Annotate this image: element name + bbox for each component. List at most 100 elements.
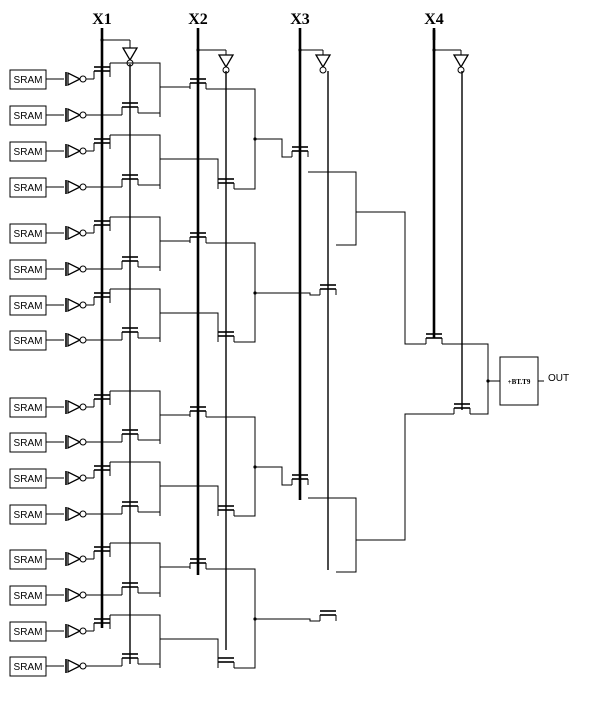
stage1-merge [110,461,161,516]
sram-label: SRAM [14,183,43,194]
sram-cell: SRAM [9,177,47,198]
sram-box [9,223,47,244]
sram-label: SRAM [14,474,43,485]
sram-box [9,549,47,570]
stage3-feed [255,138,292,158]
sram-label: SRAM [14,75,43,86]
sram-cell: SRAM [9,141,47,162]
driver-bubble [79,336,87,344]
driver-triangle [67,261,82,277]
sram-label: SRAM [14,403,43,414]
sram-cell: SRAM [9,656,47,677]
driver-triangle [67,506,82,522]
stage3-merge [308,497,357,573]
stage2-feed [160,414,191,417]
sram-label: SRAM [14,301,43,312]
stage2-feed [160,312,219,342]
sram-box [9,259,47,280]
x1-inverter [121,47,139,62]
stage2-feed [160,158,219,189]
sram-box [9,295,47,316]
sram-cell: SRAM [9,105,47,126]
x3-inverter-bubble [319,66,327,74]
select-label-x1: X1 [92,11,112,28]
driver-triangle [67,623,82,639]
sram-cell: SRAM [9,432,47,453]
driver-bubble [79,662,87,670]
x3-inverter [314,54,332,69]
select-labels: X1 X2 X3 X4 [92,11,444,28]
select-label-x4: X4 [424,11,444,28]
sram-cell: SRAM [9,259,47,280]
driver-triangle [67,71,82,87]
sram-label: SRAM [14,555,43,566]
driver-triangle [67,179,82,195]
driver-triangle [67,143,82,159]
sram-box [9,69,47,90]
driver-bubble [79,265,87,273]
sram-cell: SRAM [9,69,47,90]
stage1-merge [110,390,161,444]
stage2-feed [160,485,219,516]
x2-inverter [217,54,235,69]
sram-cell: SRAM [9,585,47,606]
junction-dot [298,48,302,52]
driver-triangle [67,434,82,450]
sram-cell: SRAM [9,397,47,418]
stage2-merge [206,568,256,669]
sram-box [9,656,47,677]
junction-dot [486,379,490,383]
sram-cell: SRAM [9,549,47,570]
driver-bubble [79,111,87,119]
sram-box [9,141,47,162]
stage2-feed [160,240,191,243]
driver-bubble [79,229,87,237]
stage3-merge [308,171,357,246]
sram-box [9,468,47,489]
stage1-merge [110,62,161,117]
driver-bubble [79,75,87,83]
stage2-feed [160,86,191,89]
sram-box [9,585,47,606]
stage2-merge [206,242,256,343]
sram-box [9,397,47,418]
driver-triangle [67,332,82,348]
stage4-feed [356,413,454,541]
sram-label: SRAM [14,591,43,602]
driver-triangle [67,399,82,415]
x4-inverter-bubble [457,66,465,74]
sram-cell: SRAM [9,504,47,525]
driver-triangle [67,658,82,674]
final-merge [442,343,489,415]
select-label-x3: X3 [290,11,310,28]
sram-label: SRAM [14,510,43,521]
sram-cell: SRAM [9,621,47,642]
driver-bubble [79,183,87,191]
sram-label: SRAM [14,627,43,638]
driver-bubble [79,301,87,309]
output-buffer-label: +BT.T9 [508,378,531,386]
driver-bubble [79,627,87,635]
driver-triangle [67,587,82,603]
sram-cell: SRAM [9,330,47,351]
stage2-feed [160,638,219,668]
driver-triangle [67,297,82,313]
stage4-feed [356,211,426,345]
sram-cells: SRAM SRAM SRAM SRAM SRAM SRAM SRAM SRAM SRAM SRAM… [9,69,47,677]
driver-bubble [79,147,87,155]
driver-bubble [79,438,87,446]
sram-label: SRAM [14,229,43,240]
stage1-merge [110,288,161,342]
x4-inverter [452,54,470,69]
driver-bubble [79,555,87,563]
sram-cell: SRAM [9,223,47,244]
stage3-feed [255,618,320,622]
stage1-merge [110,134,161,189]
sram-label: SRAM [14,111,43,122]
stage3-feed [255,292,320,296]
stage1-merge [110,542,161,597]
output-buffer: +BT.T9 [499,356,539,406]
sram-box [9,330,47,351]
select-label-x2: X2 [188,11,208,28]
